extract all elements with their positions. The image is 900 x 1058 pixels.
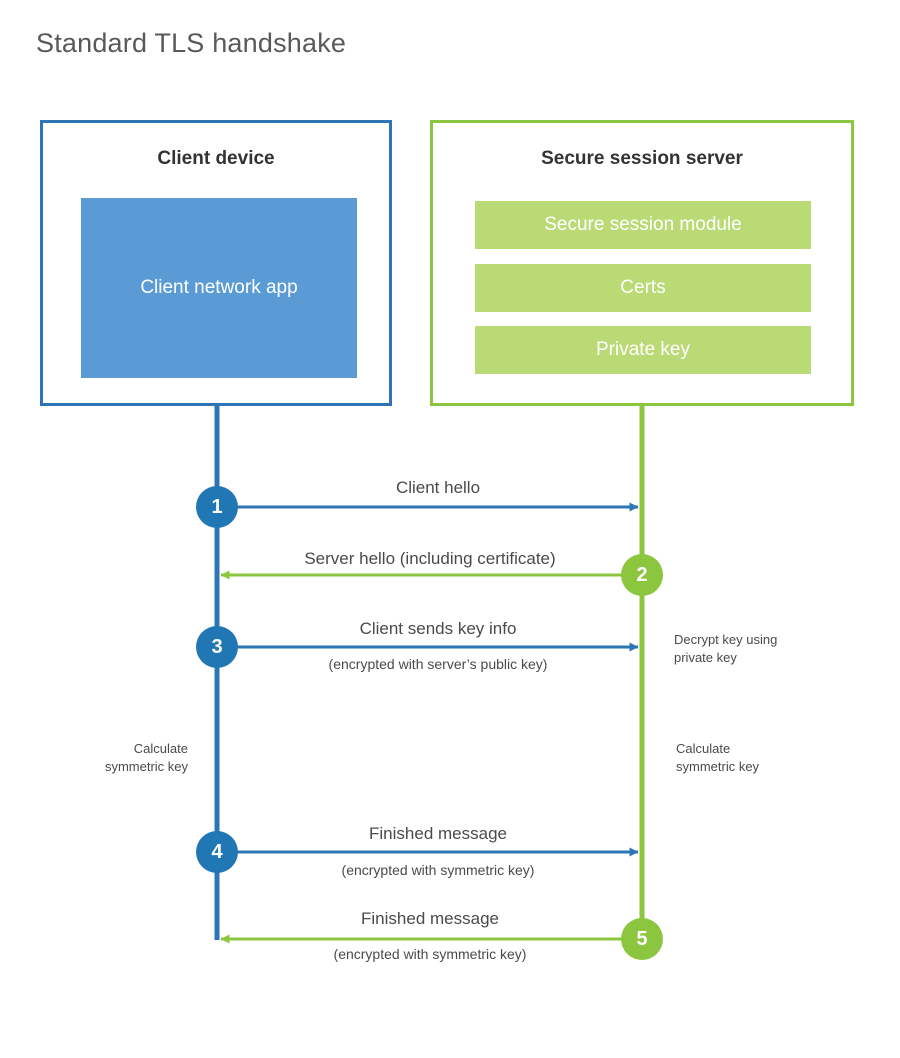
annotation-decrypt-key: Decrypt key using private key — [674, 632, 778, 665]
server-module-secure-session-module: Secure session module — [475, 201, 811, 249]
message-sublabel-4: (encrypted with symmetric key) — [341, 862, 535, 878]
client-network-app-block: Client network app — [81, 198, 357, 378]
page-title: Standard TLS handshake — [36, 28, 347, 58]
step-marker-5: 5 — [621, 918, 663, 960]
step-marker-1: 1 — [196, 486, 238, 528]
message-sublabel-5: (encrypted with symmetric key) — [333, 946, 527, 962]
message-label-1: Client hello — [395, 478, 481, 497]
message-sublabel-3: (encrypted with server’s public key) — [328, 656, 548, 672]
step-marker-3: 3 — [196, 626, 238, 668]
annotation-server-calculate-symmetric-key: Calculate symmetric key — [676, 741, 760, 774]
message-label-5: Finished message — [361, 909, 499, 928]
message-label-2: Server hello (including certificate) — [304, 549, 556, 568]
server-module-private-key: Private key — [475, 326, 811, 374]
server-module-certs: Certs — [475, 264, 811, 312]
secure-session-server-title: Secure session server — [541, 148, 743, 169]
step-marker-2: 2 — [621, 554, 663, 596]
message-label-3: Client sends key info — [359, 619, 517, 638]
step-marker-4: 4 — [196, 831, 238, 873]
client-device-title: Client device — [157, 148, 275, 169]
client-device-box: Client device Client network app — [40, 120, 392, 406]
annotation-client-calculate-symmetric-key: Calculate symmetric key — [104, 741, 188, 774]
message-label-4: Finished message — [369, 824, 507, 843]
